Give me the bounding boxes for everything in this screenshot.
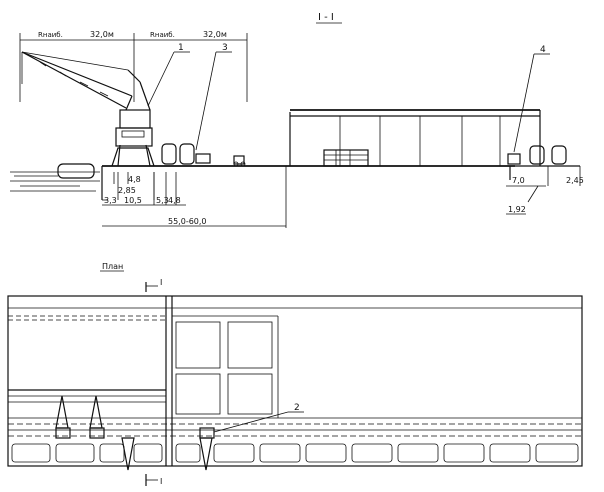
quay-equipment [161, 143, 246, 167]
portal-crane [21, 51, 155, 200]
plan-title: План [102, 262, 123, 271]
svg-text:4: 4 [540, 45, 546, 55]
callout-4: 4 [513, 45, 550, 153]
reach-right-label: Rнаиб. [150, 31, 175, 39]
svg-text:7,0: 7,0 [512, 176, 525, 185]
reach-left-value: 32,0м [90, 30, 114, 39]
svg-text:55,0-60,0: 55,0-60,0 [168, 217, 207, 226]
reach-dimension: Rнаиб. 32,0м Rнаиб. 32,0м [19, 30, 248, 102]
plan-cut-top: I [145, 278, 162, 292]
callout-3: 3 [195, 43, 232, 151]
section-title: I - I [318, 12, 334, 23]
svg-text:4,8: 4,8 [168, 196, 181, 205]
svg-text:I: I [160, 477, 162, 486]
svg-text:1: 1 [178, 43, 184, 53]
svg-text:2,45: 2,45 [566, 176, 584, 185]
warehouse [289, 109, 541, 167]
svg-text:10,5: 10,5 [124, 196, 142, 205]
plan-cut-bottom: I [145, 474, 162, 486]
section-view: I - I Rнаиб. 32,0м Rнаиб. 32,0м [10, 12, 584, 228]
plan-crane-footprints [55, 395, 215, 471]
svg-text:1,92: 1,92 [508, 205, 526, 214]
svg-text:3,3: 3,3 [104, 196, 117, 205]
water [10, 163, 100, 192]
plan-callout-2: 2 [213, 403, 304, 433]
svg-text:2: 2 [294, 403, 300, 413]
vessel-hull [57, 163, 95, 179]
section-dimensions: 4,8 2,85 3,3 10,5 5,3 4,8 55,0-60,0 7,0 … [102, 166, 584, 228]
svg-text:5,3: 5,3 [156, 196, 169, 205]
svg-text:2,85: 2,85 [118, 186, 136, 195]
rear-ramp [506, 145, 581, 203]
plan-view: План I [7, 262, 583, 486]
plan-warehouse-grid [172, 315, 279, 418]
svg-text:4,8: 4,8 [128, 175, 141, 184]
reach-left-label: Rнаиб. [38, 31, 63, 39]
callout-1: 1 [147, 43, 190, 107]
svg-text:3: 3 [222, 43, 228, 53]
svg-text:I: I [160, 278, 162, 287]
plan-bottom-blocks [11, 443, 579, 463]
quay-ground [101, 165, 580, 201]
reach-right-value: 32,0м [203, 30, 227, 39]
